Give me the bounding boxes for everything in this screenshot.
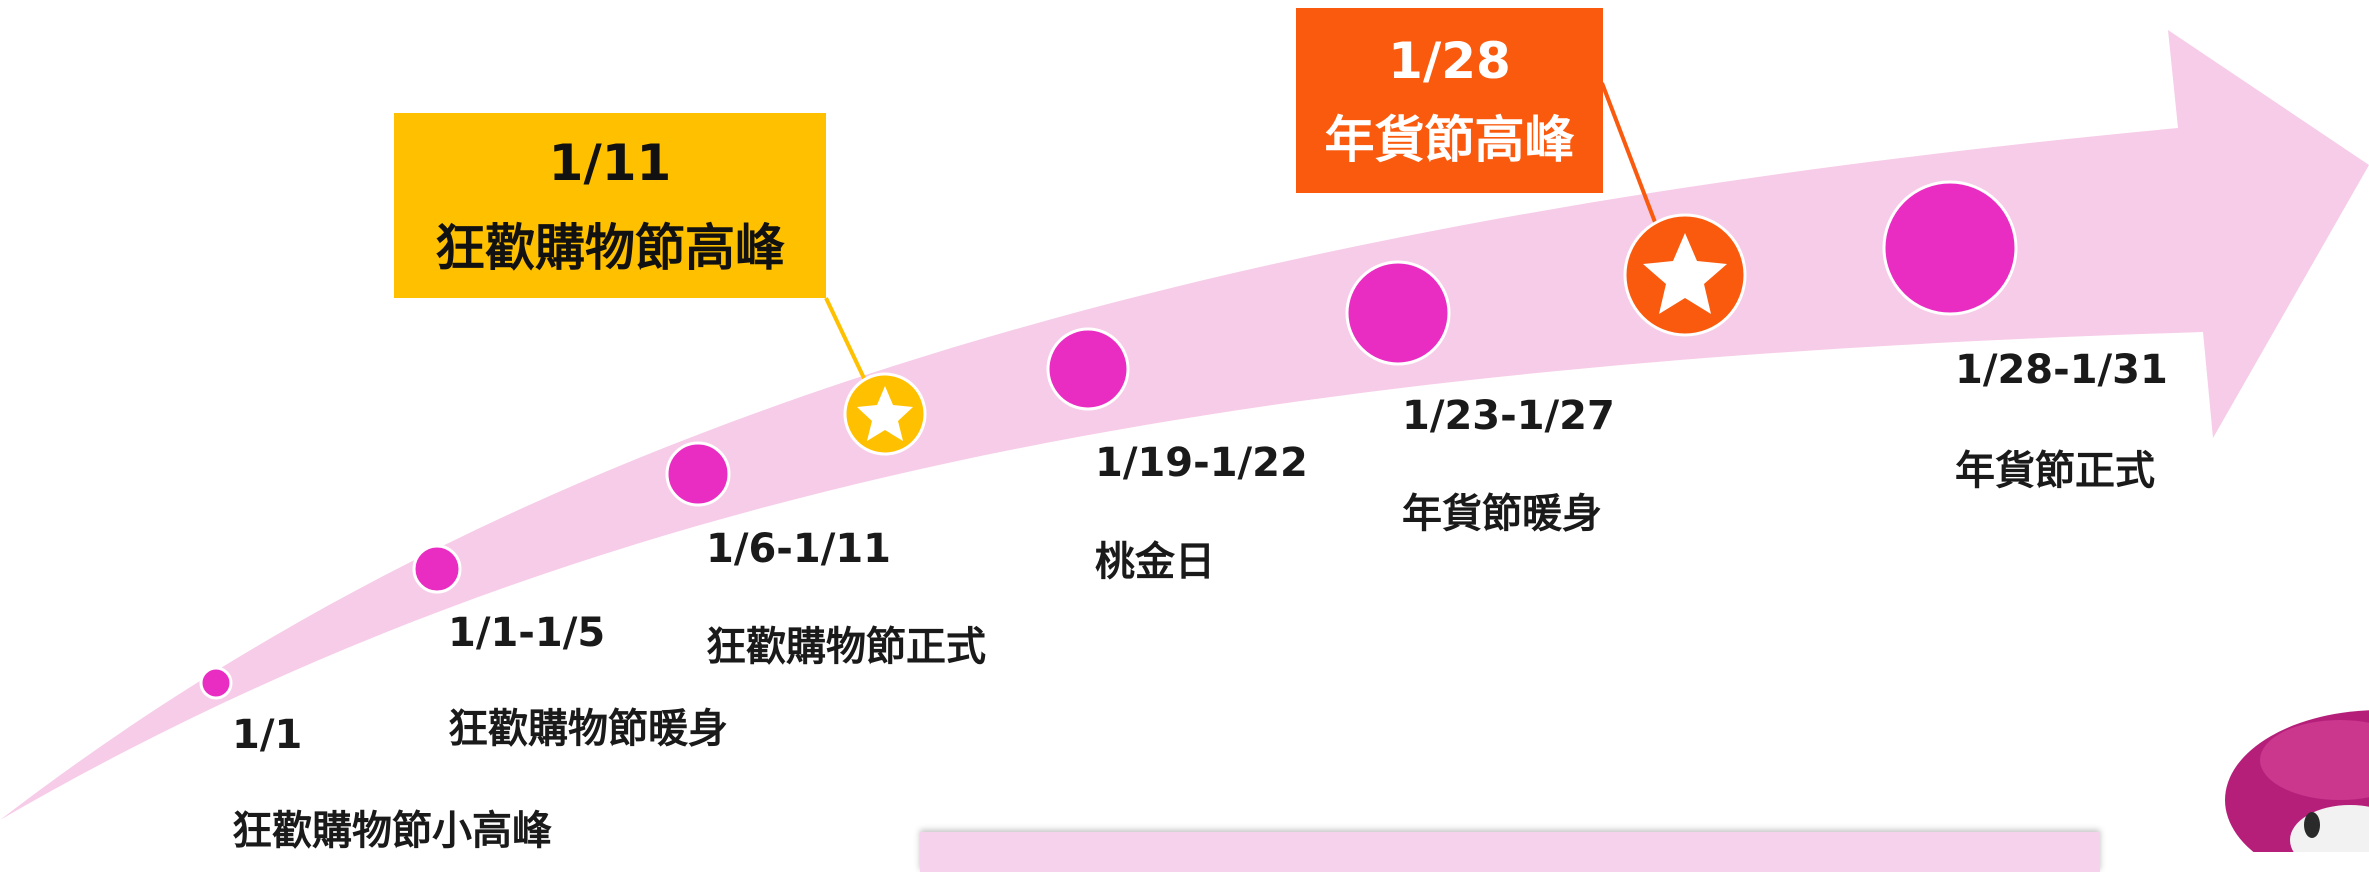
star-marker-orange [1623,213,1747,337]
milestone-name-2: 狂歡購物節暖身 [448,706,728,752]
mascot-character [2225,710,2369,872]
milestone-name-3: 狂歡購物節正式 [706,624,986,670]
star-icon [1643,233,1727,314]
callout-title: 年貨節高峰 [1324,110,1575,169]
callout-date: 1/28 [1388,31,1511,90]
milestone-date-3: 1/6-1/11 [706,526,891,572]
milestone-name-6: 年貨節暖身 [1402,491,1602,537]
milestone-name-5: 桃金日 [1095,539,1215,585]
milestone-name-8: 年貨節正式 [1955,448,2155,494]
milestone-dot-6 [1345,260,1451,366]
star-icon [857,386,913,441]
milestone-date-8: 1/28-1/31 [1955,347,2168,393]
milestone-date-1: 1/1 [232,712,303,758]
milestone-dot-5 [1046,327,1130,411]
star-marker-yellow [843,372,927,456]
callout-peak-2: 1/28 年貨節高峰 [1296,8,1603,193]
callout-date: 1/11 [548,133,672,192]
milestone-name-1: 狂歡購物節小高峰 [232,808,552,854]
milestone-date-2: 1/1-1/5 [448,610,606,656]
callout-connector-orange [1600,82,1660,231]
timeline-diagram: 1/11 狂歡購物節高峰 1/28 年貨節高峰 1/1 狂歡購物節小高峰 1/1… [0,8,2369,872]
milestone-dot-3 [665,441,731,507]
milestone-dot-1 [199,666,233,700]
bottom-content-box [920,832,2100,872]
callout-peak-1: 1/11 狂歡購物節高峰 [394,113,826,298]
milestone-date-5: 1/19-1/22 [1095,440,1308,486]
callout-title: 狂歡購物節高峰 [435,218,785,277]
timeline-arrow [0,30,2369,820]
milestone-date-6: 1/23-1/27 [1402,393,1615,439]
milestone-dot-8 [1882,180,2018,316]
milestone-dot-2 [412,544,462,594]
timeline-canvas [0,30,2369,872]
